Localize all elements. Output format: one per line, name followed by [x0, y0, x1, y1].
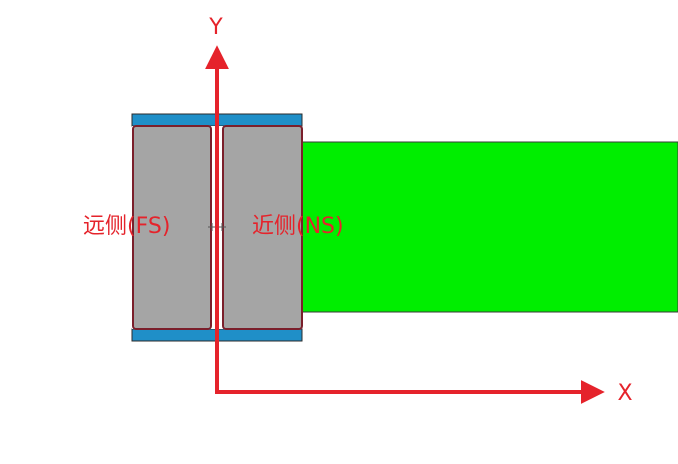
y-axis-label: Y: [208, 15, 223, 40]
far-side-label: 远侧(FS): [83, 214, 170, 239]
green-bar: [301, 141, 678, 313]
near-side-label: 近侧(NS): [252, 214, 344, 239]
x-axis-label: X: [617, 381, 632, 406]
